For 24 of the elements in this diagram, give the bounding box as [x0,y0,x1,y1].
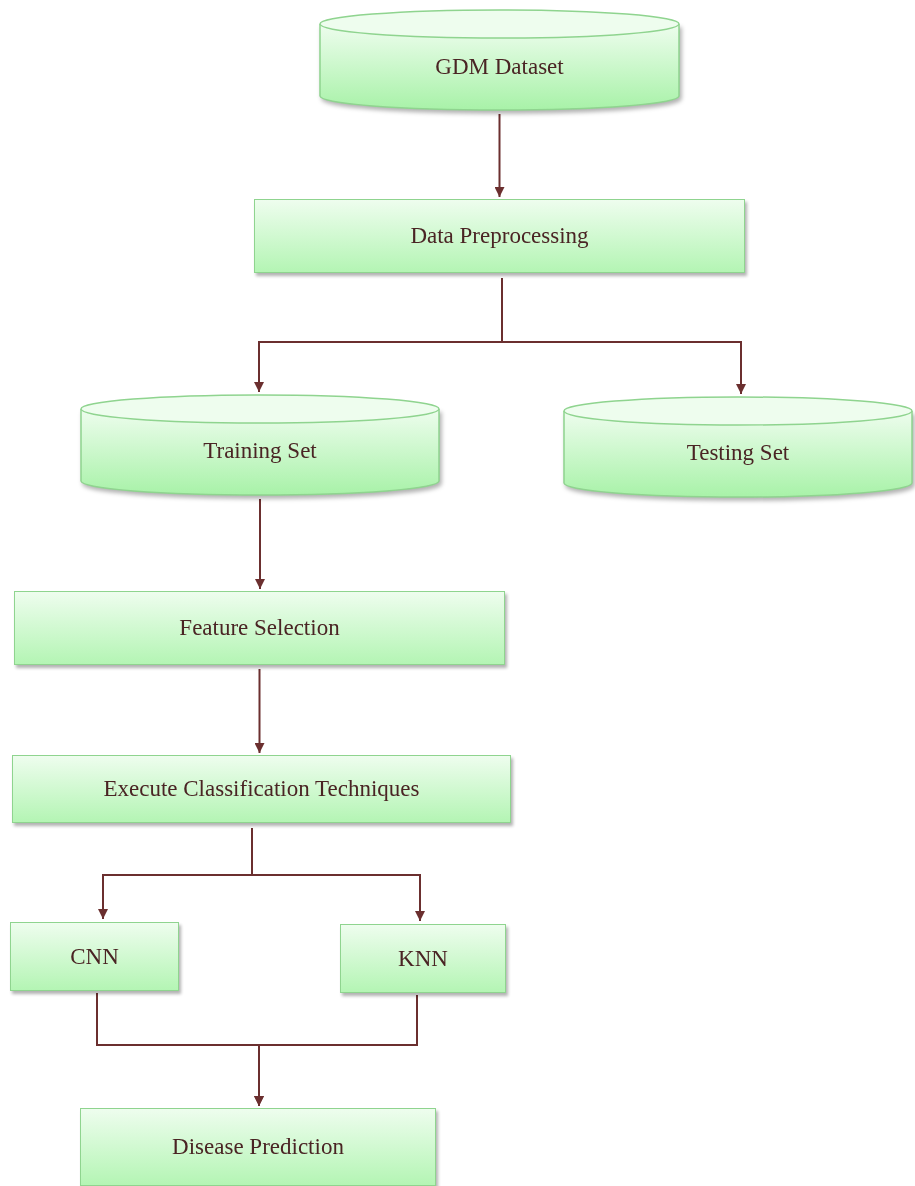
node-label: KNN [398,945,448,972]
node-label: Testing Set [686,440,790,466]
database-cylinder [319,10,680,110]
arrow [255,498,265,590]
node-label: Data Preprocessing [410,223,589,249]
arrow [254,668,265,754]
node-label: Training Set [203,438,317,464]
node-label: Execute Classification Techniques [103,776,420,802]
database-cylinder [563,397,913,497]
node-label: Disease Prediction [172,1134,344,1160]
arrow [494,113,505,198]
process-box [12,755,511,823]
node-label: GDM Dataset [435,54,564,80]
arrow [254,994,418,1107]
process-box [254,199,745,273]
process-box [14,591,505,665]
node-label: Feature Selection [179,615,340,641]
arrow [501,277,746,395]
arrow [251,827,425,922]
process-box [10,922,179,991]
node-label: CNN [70,943,119,970]
process-box [340,924,506,993]
database-cylinder [80,395,440,495]
process-box [80,1108,436,1186]
